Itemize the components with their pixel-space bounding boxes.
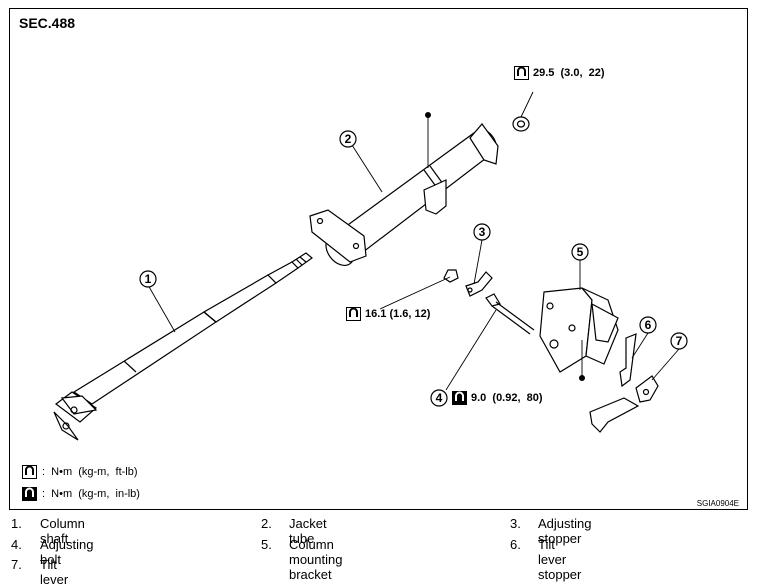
- diagram-frame: [9, 8, 748, 510]
- part-name: Column mounting bracket: [289, 537, 343, 582]
- torque-inlb-icon: [22, 487, 37, 501]
- part-number: 5.: [261, 537, 272, 552]
- part-number: 2.: [261, 516, 272, 531]
- callout-3: 3: [473, 223, 491, 241]
- svg-text:1: 1: [145, 272, 152, 286]
- column-mounting-bracket-drawing: [539, 287, 619, 373]
- jacket-tube-drawing: [309, 116, 530, 266]
- tilt-lever-stopper-drawing: [619, 333, 637, 388]
- torque-spec-nut: 29.5 (3.0, 22): [533, 67, 605, 79]
- adjusting-bolt-drawing: [485, 293, 535, 335]
- part-name: Adjusting bolt: [40, 537, 94, 567]
- reference-dot: [579, 375, 585, 381]
- part-number: 4.: [11, 537, 22, 552]
- svg-text:4: 4: [436, 391, 443, 405]
- tilt-lever-drawing: [589, 375, 659, 433]
- torque-inlb-icon: [452, 391, 467, 405]
- part-name: Jacket tube: [289, 516, 327, 546]
- svg-text:7: 7: [676, 334, 683, 348]
- part-name: Column shaft: [40, 516, 85, 546]
- part-name: Tilt lever stopper: [538, 537, 582, 582]
- svg-text:3: 3: [479, 225, 486, 239]
- legend-ftlb: : N•m (kg-m, ft-lb): [42, 466, 138, 478]
- part-number: 6.: [510, 537, 521, 552]
- callout-5: 5: [571, 243, 589, 261]
- svg-text:2: 2: [345, 132, 352, 146]
- part-name: Tilt lever: [40, 557, 69, 587]
- torque-ftlb-icon: [346, 307, 361, 321]
- callout-6: 6: [639, 316, 657, 334]
- legend-inlb: : N•m (kg-m, in-lb): [42, 488, 140, 500]
- svg-text:6: 6: [645, 318, 652, 332]
- torque-spec-adjusting-bolt: 9.0 (0.92, 80): [471, 392, 543, 404]
- part-name: Adjusting stopper: [538, 516, 592, 546]
- callout-7: 7: [670, 332, 688, 350]
- torque-spec-stopper-nut: 16.1 (1.6, 12): [365, 308, 431, 320]
- adjusting-stopper-drawing: [443, 269, 493, 297]
- part-number: 1.: [11, 516, 22, 531]
- section-label: SEC.488: [19, 15, 76, 31]
- svg-text:5: 5: [577, 245, 584, 259]
- callout-2: 2: [339, 130, 357, 148]
- callout-1: 1: [139, 270, 157, 288]
- figure-code: SGIA0904E: [696, 499, 739, 508]
- part-number: 7.: [11, 557, 22, 572]
- torque-ftlb-icon: [514, 66, 529, 80]
- callout-4: 4: [430, 389, 448, 407]
- column-shaft-drawing: [53, 252, 313, 441]
- torque-ftlb-icon: [22, 465, 37, 479]
- part-number: 3.: [510, 516, 521, 531]
- reference-dot: [425, 112, 431, 118]
